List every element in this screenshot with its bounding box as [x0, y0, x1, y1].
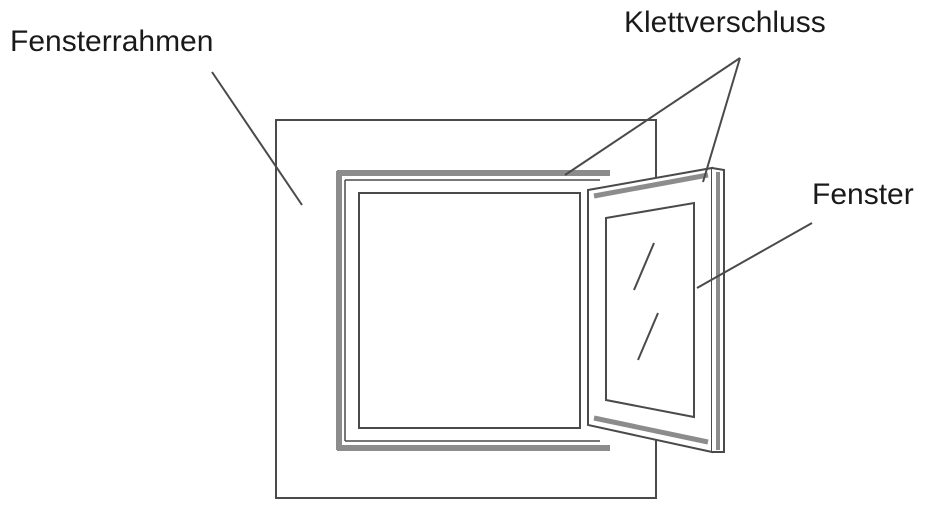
leader-fenster — [696, 222, 813, 289]
label-fenster: Fenster — [812, 178, 914, 211]
outer-frame — [275, 119, 657, 499]
opening-inner-edge — [344, 179, 600, 442]
window-glass — [605, 201, 695, 419]
glass-reflection-2 — [637, 312, 659, 361]
leader-klettverschluss-1 — [564, 57, 741, 176]
label-fensterrahmen: Fensterrahmen — [10, 25, 214, 58]
glass-reflection-1 — [633, 242, 655, 291]
leader-klettverschluss-2 — [702, 57, 741, 183]
sash-velcro-bottom — [593, 415, 709, 445]
opening-pane — [358, 192, 581, 429]
sash-velcro-top — [593, 172, 709, 199]
leader-fensterrahmen — [211, 71, 303, 206]
label-klettverschluss: Klettverschluss — [624, 6, 826, 39]
